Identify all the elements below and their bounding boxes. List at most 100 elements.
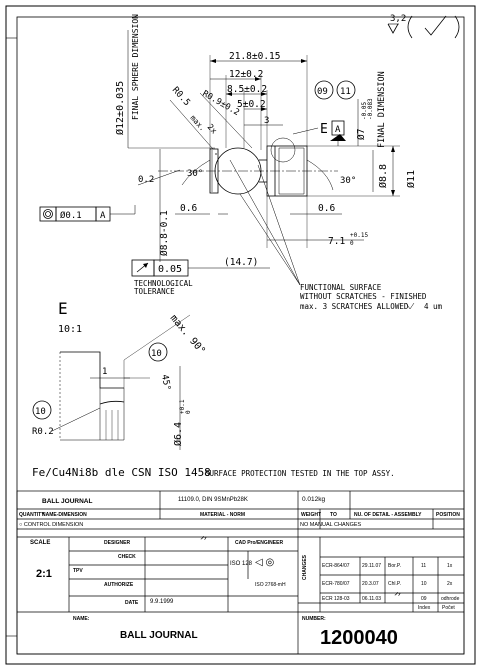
outer-border: [5, 5, 476, 665]
tb-change-index: 09: [421, 596, 427, 602]
tb-detail-assy-label: NU. OF DETAIL - ASSEMBLY: [354, 512, 422, 518]
tb-weight: 0.012kg: [302, 496, 326, 503]
func-surface-4: 4 um: [424, 302, 443, 311]
roughness-symbol: 3,2: [387, 14, 460, 39]
dim-c02: 0.2: [138, 175, 154, 185]
dim-2x: 2x: [206, 122, 219, 135]
dim-total-length: 21.8±0.15: [229, 51, 280, 62]
tb-signature-icon: ⺈: [200, 536, 208, 545]
detail-balloon-10b-text: 10: [35, 407, 46, 417]
detail-scale: 10:1: [58, 324, 82, 335]
tb-changes-label: CHANGES: [302, 554, 308, 580]
tb-tpv-label: TPV: [73, 568, 83, 574]
func-surface-3: max. 3 SCRATCHES ALLOWED: [300, 302, 409, 311]
func-surface-1: FUNCTIONAL SURFACE: [300, 283, 382, 292]
tb-signature-icon: ⺈: [394, 592, 402, 601]
ball-shank: [266, 145, 308, 197]
tb-change-date: 06.11.03: [362, 596, 382, 602]
dim-d88-left: Ø8.8-0.1: [159, 210, 170, 256]
tb-name-label: NAME:: [73, 616, 90, 622]
balloon-09-text: 09: [317, 87, 328, 97]
balloon-11-text: 11: [340, 87, 351, 97]
tech-tol-label-2: TOLERANCE: [134, 287, 175, 296]
dim-3: 3: [264, 116, 269, 126]
tb-change-pos: 2x: [447, 581, 453, 587]
tb-pocet-label: Počet: [442, 605, 455, 611]
tb-date-value: 9.9.1999: [150, 599, 174, 605]
detail-1: 1: [102, 367, 107, 377]
dim-c06-left: 0.6: [180, 203, 197, 214]
tb-name-dim-label: NAME-DIMENSION: [42, 512, 87, 518]
dim-14-7: (14.7): [224, 257, 258, 268]
tb-number-value: 1200040: [320, 627, 398, 649]
concentricity-frame: Ø0.1 A: [39, 205, 136, 222]
datum-e-top: E: [320, 122, 328, 137]
detail-max-90: max. 90°: [168, 313, 207, 357]
material-note: Fe/Cu4Ni8b dle CSN ISO 1458: [32, 466, 211, 479]
balloon-11: [336, 80, 356, 100]
ball-sphere: [214, 147, 262, 195]
surface-note: SURFACE PROTECTION TESTED IN THE TOP ASS…: [205, 469, 395, 478]
runout-tol: 0.05: [158, 264, 182, 275]
tb-weight-label: WEIGHT: [301, 512, 321, 518]
tb-change-ecr: ECR-864/07: [322, 563, 350, 569]
tb-index-label: Index: [418, 605, 431, 611]
tb-change-pos: odhrode: [441, 596, 460, 602]
tb-projection-icon: ◁ ◎: [255, 557, 275, 568]
tb-number-label: NUMBER:: [302, 616, 326, 622]
detail-balloon-10b: [32, 400, 52, 420]
dim-d7-tol-lo: -0.083: [367, 98, 374, 120]
dim-7-1: 7.1: [328, 236, 345, 247]
detail-45: 45°: [159, 374, 172, 392]
tb-change-who: Bor.P.: [388, 563, 401, 569]
tb-authorize-label: AUTHORIZE: [104, 582, 134, 588]
tb-cad-label: CAD Pro/ENGINEER: [235, 540, 284, 546]
detail-label: E: [58, 299, 68, 318]
concentricity-ref: A: [100, 211, 106, 221]
tb-scale-label: SCALE: [30, 540, 51, 546]
tb-change-index: 11: [421, 563, 427, 569]
balloon-09: [314, 80, 334, 100]
dim-7-1-tol-lo: 0: [350, 240, 354, 247]
tb-check-label: CHECK: [118, 554, 136, 560]
detail-d64: Ø6.4: [172, 422, 184, 446]
func-surface-2: WITHOUT SCRATCHES - FINISHED: [300, 292, 427, 301]
dim-c06-right: 0.6: [318, 203, 335, 214]
datum-a: A: [335, 125, 341, 135]
tb-designer-label: DESIGNER: [104, 540, 131, 546]
tb-quantity-label: QUANTITY: [19, 512, 45, 518]
tb-material-spec: 11109.0, DIN 9SMnPb28K: [178, 497, 248, 503]
tb-to-label: TO: [330, 512, 337, 518]
ball-left-end: [209, 148, 219, 194]
detail-r02: R0.2: [32, 427, 54, 437]
detail-balloon-10a-text: 10: [151, 349, 162, 359]
inner-border: [16, 16, 465, 655]
angle-30-left: 30°: [187, 169, 203, 179]
title-block-grid: [16, 490, 465, 655]
detail-balloon-10a: [148, 342, 168, 362]
roughness-value: 3,2: [390, 14, 406, 24]
final-dimension-note: FINAL DIMENSION: [377, 71, 387, 148]
tb-material-label: MATERIAL - NORM: [200, 512, 246, 518]
tb-position-label: POSITION: [436, 512, 460, 518]
tb-iso2768: ISO 2768-mH: [255, 582, 286, 588]
dim-d11: Ø11: [405, 170, 417, 188]
dim-r05-max: max.: [189, 113, 208, 132]
runout-frame: 0.05 TECHNOLOGICAL TOLERANCE: [131, 259, 270, 296]
tb-change-ecr: ECR-780/07: [322, 581, 350, 587]
dim-7-1-tol: +0.15: [350, 232, 368, 239]
dim-r05: R0.5: [170, 85, 192, 108]
tb-change-date: 20.3.07: [362, 581, 379, 587]
dim-12: 12±0.2: [229, 69, 263, 80]
angle-30-right: 30°: [340, 176, 356, 186]
tech-tol-label: TECHNOLOGICAL: [134, 279, 193, 288]
detail-d64-tol: +0.1: [179, 399, 186, 414]
tb-change-pos: 1x: [447, 563, 453, 569]
tb-change-date: 29.11.07: [362, 563, 382, 569]
tb-no-manual: NO MANUAL CHANGES: [300, 522, 362, 528]
dim-d88-right: Ø8.8: [377, 164, 389, 188]
dim-d7: Ø7: [356, 129, 367, 140]
sphere-dim-label: Ø12±0.035: [114, 81, 126, 135]
part-drawing: 3,2 21.8±0.: [32, 14, 460, 450]
